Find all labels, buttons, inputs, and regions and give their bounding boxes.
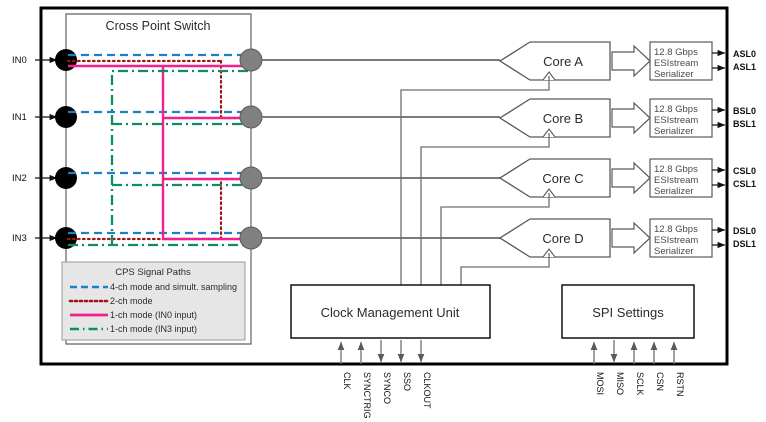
spi-pin-miso[interactable]: MISO [610, 340, 625, 395]
core-a-to-serializer-arrow [611, 44, 651, 78]
output-label-asl0: ASL0 [733, 49, 756, 59]
core-c-block[interactable] [498, 158, 611, 198]
spi-pin-label-csn: CSN [655, 372, 665, 391]
core-c-serializer-line-0: 12.8 Gbps [654, 164, 698, 175]
input-node-in1[interactable] [55, 106, 77, 128]
core-c-to-serializer-arrow [611, 161, 651, 195]
spi-settings-block[interactable] [561, 284, 695, 339]
clock-management-unit-label: Clock Management Unit [321, 305, 460, 320]
core-a-serializer-line-2: Serializer [654, 69, 694, 80]
core-b-serializer-line-2: Serializer [654, 126, 694, 137]
cmu-pin-label-clkout: CLKOUT [422, 372, 432, 409]
core-d-serializer-line-2: Serializer [654, 246, 694, 257]
spi-pin-csn[interactable]: CSN [650, 341, 665, 391]
clock-management-unit-block[interactable] [290, 284, 491, 339]
cross-point-switch-title: Cross Point Switch [106, 19, 211, 33]
legend-label-1: 2-ch mode [110, 296, 153, 306]
core-b-serializer-block[interactable] [649, 98, 713, 138]
cps-output-node-2[interactable] [239, 166, 263, 190]
spi-settings-label: SPI Settings [592, 305, 664, 320]
input-pin-group-in0[interactable]: IN0 [12, 49, 77, 71]
core-a-label: Core A [543, 54, 583, 69]
cps-to-core-wires [262, 59, 500, 239]
legend-row-3: 1-ch mode (IN3 input) [70, 324, 197, 334]
core-b-serializer-line-0: 12.8 Gbps [654, 104, 698, 115]
input-label-in2: IN2 [12, 173, 27, 184]
cmu-pin-sso[interactable]: SSO [397, 340, 412, 391]
output-label-bsl1: BSL1 [733, 119, 756, 129]
signal-path-1ch-in0 [68, 64, 249, 241]
clock-distribution-tree [400, 76, 550, 285]
output-label-csl0: CSL0 [733, 166, 756, 176]
cmu-pin-synco[interactable]: SYNCO [377, 340, 392, 404]
core-c-label: Core C [542, 171, 583, 186]
spi-pin-label-miso: MISO [615, 372, 625, 395]
cmu-pin-label-clk: CLK [342, 372, 352, 390]
chip-boundary [39, 6, 729, 366]
core-d-serializer-line-0: 12.8 Gbps [654, 224, 698, 235]
cps-output-node-1[interactable] [239, 105, 263, 129]
cmu-pin-synctrig[interactable]: SYNCTRIG [357, 341, 372, 419]
spi-pin-label-rstn: RSTN [675, 372, 685, 397]
core-a-serializer-line-1: ESIstream [654, 58, 698, 69]
output-label-csl1: CSL1 [733, 179, 756, 189]
signal-path-4ch [68, 53, 249, 235]
core-b-label: Core B [543, 111, 583, 126]
spi-pin-rstn[interactable]: RSTN [670, 341, 685, 397]
core-d-serializer-block[interactable] [649, 218, 713, 258]
core-a-serializer-block[interactable] [649, 41, 713, 81]
cps-output-node-0[interactable] [239, 48, 263, 72]
output-label-bsl0: BSL0 [733, 106, 756, 116]
output-label-asl1: ASL1 [733, 62, 756, 72]
input-pin-group-in2[interactable]: IN2 [12, 167, 77, 189]
input-label-in3: IN3 [12, 233, 27, 244]
legend-row-2: 1-ch mode (IN0 input) [70, 310, 197, 320]
core-d-block[interactable] [498, 218, 611, 258]
core-a-group[interactable]: Core A 12.8 Gbps ESIstream Serializer AS… [498, 41, 756, 81]
core-c-serializer-line-1: ESIstream [654, 175, 698, 186]
cps-output-node-3[interactable] [239, 226, 263, 250]
spi-pin-mosi[interactable]: MOSI [590, 341, 605, 395]
legend-row-1: 2-ch mode [68, 296, 153, 306]
input-pin-group-in3[interactable]: IN3 [12, 227, 77, 249]
input-node-in2[interactable] [55, 167, 77, 189]
spi-pin-label-sclk: SCLK [635, 372, 645, 396]
signal-path-1ch-in3 [68, 69, 249, 247]
cmu-pin-label-synco: SYNCO [382, 372, 392, 404]
legend-label-0: 4-ch mode and simult. sampling [110, 282, 237, 292]
core-d-serializer-line-1: ESIstream [654, 235, 698, 246]
legend-label-2: 1-ch mode (IN0 input) [110, 310, 197, 320]
core-c-group[interactable]: Core C 12.8 Gbps ESIstream Serializer CS… [498, 158, 756, 198]
core-a-serializer-line-0: 12.8 Gbps [654, 47, 698, 58]
core-b-block[interactable] [498, 98, 611, 138]
core-b-group[interactable]: Core B 12.8 Gbps ESIstream Serializer BS… [498, 98, 756, 138]
core-a-block[interactable] [498, 41, 611, 81]
cmu-pin-clk[interactable]: CLK [337, 341, 352, 390]
cmu-pin-label-sso: SSO [402, 372, 412, 391]
legend-title: CPS Signal Paths [115, 267, 191, 278]
output-label-dsl0: DSL0 [733, 226, 756, 236]
cmu-pin-label-synctrig: SYNCTRIG [362, 372, 372, 419]
cmu-pin-clkout[interactable]: CLKOUT [417, 340, 432, 409]
core-b-serializer-line-1: ESIstream [654, 115, 698, 126]
core-b-to-serializer-arrow [611, 101, 651, 135]
input-pin-group-in1[interactable]: IN1 [12, 106, 77, 128]
core-d-to-serializer-arrow [611, 221, 651, 255]
legend-row-0: 4-ch mode and simult. sampling [70, 282, 237, 292]
core-d-group[interactable]: Core D 12.8 Gbps ESIstream Serializer DS… [498, 218, 756, 258]
core-c-serializer-line-2: Serializer [654, 186, 694, 197]
input-label-in0: IN0 [12, 55, 27, 66]
output-label-dsl1: DSL1 [733, 239, 756, 249]
input-label-in1: IN1 [12, 112, 27, 123]
spi-pin-sclk[interactable]: SCLK [630, 341, 645, 396]
core-d-label: Core D [542, 231, 583, 246]
legend-label-3: 1-ch mode (IN3 input) [110, 324, 197, 334]
core-c-serializer-block[interactable] [649, 158, 713, 198]
spi-pin-label-mosi: MOSI [595, 372, 605, 395]
